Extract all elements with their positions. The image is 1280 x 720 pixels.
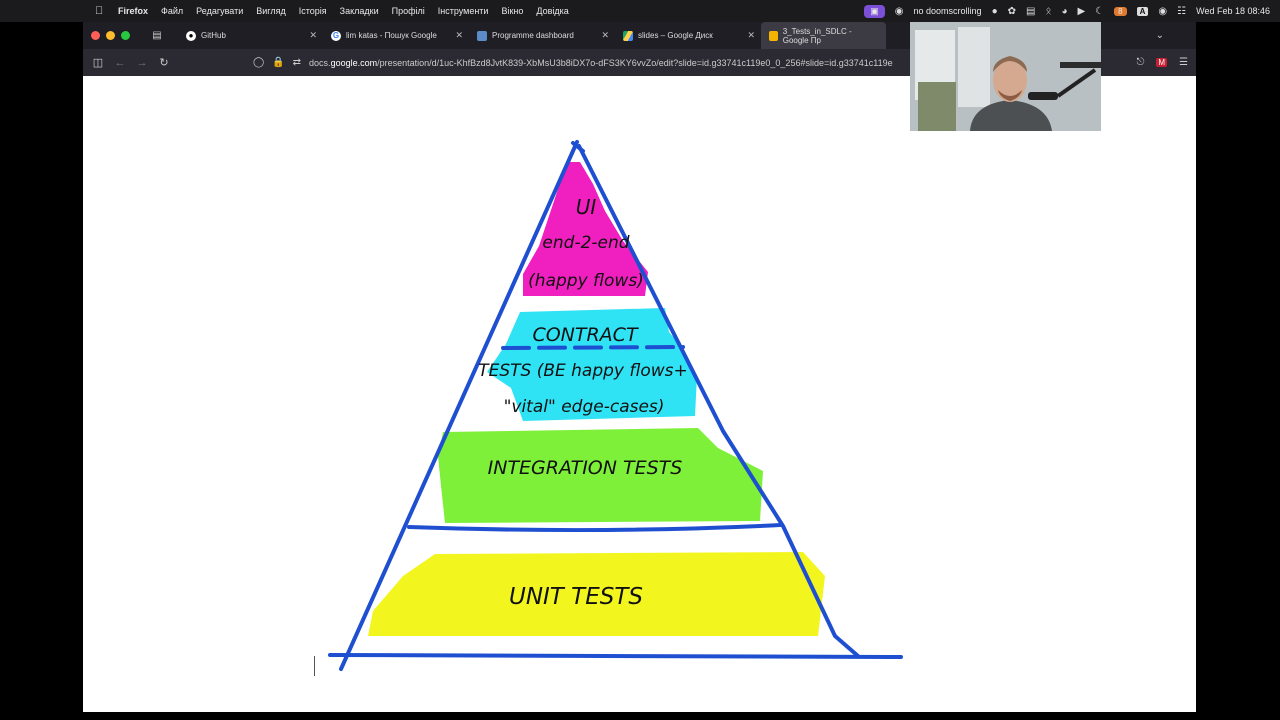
menu-history[interactable]: Історія bbox=[298, 6, 327, 16]
wifi-icon[interactable]: ◕ bbox=[1061, 5, 1068, 17]
menu-file[interactable]: Файл bbox=[161, 6, 184, 16]
bug-icon[interactable]: ✿ bbox=[1007, 5, 1016, 17]
pyramid-outline bbox=[328, 140, 903, 671]
google-icon: G bbox=[331, 30, 341, 41]
input-source-icon[interactable]: A bbox=[1136, 6, 1149, 16]
forward-arrow-icon[interactable]: → bbox=[136, 56, 148, 69]
tab-title: GitHub bbox=[201, 31, 226, 40]
window-controls bbox=[91, 31, 130, 40]
moon-icon[interactable]: ☾ bbox=[1095, 5, 1105, 17]
vital-edge-cases-label: "vital" edge-cases) bbox=[504, 397, 665, 417]
toolbar-right: ⎋ M ☰ bbox=[1136, 49, 1188, 76]
control-center-icon[interactable]: ☷ bbox=[1177, 5, 1187, 17]
close-window-button[interactable] bbox=[91, 31, 100, 40]
reload-icon[interactable]: ↻ bbox=[159, 57, 169, 69]
close-tab-icon[interactable]: ✕ bbox=[309, 30, 317, 40]
github-icon: ● bbox=[186, 30, 196, 41]
close-tab-icon[interactable]: ✕ bbox=[455, 30, 463, 40]
menu-profiles[interactable]: Профілі bbox=[391, 6, 425, 16]
dashboard-icon bbox=[477, 30, 487, 41]
screen-record-icon[interactable]: ▣ bbox=[864, 4, 885, 18]
mega-extension-icon[interactable]: M bbox=[1156, 58, 1168, 67]
unit-tests-label: UNIT TESTS bbox=[509, 584, 643, 610]
contract-tests-label: TESTS (BE happy flows+ bbox=[478, 361, 688, 381]
extensions-icon[interactable]: ⎋ bbox=[1136, 57, 1145, 68]
tab-title: lim katas - Пошук Google bbox=[346, 31, 437, 40]
menu-tools[interactable]: Інструменти bbox=[437, 6, 489, 16]
integration-tests-highlight bbox=[438, 428, 763, 523]
menu-clock[interactable]: Wed Feb 18 08:46 bbox=[1196, 6, 1270, 16]
tab-title: Programme dashboard bbox=[492, 31, 574, 40]
ui-tests-highlight bbox=[523, 162, 648, 296]
ui-level-labels: UI end-2-end (happy flows) bbox=[528, 195, 644, 291]
back-arrow-icon[interactable]: ← bbox=[114, 56, 126, 69]
menu-app-name[interactable]: Firefox bbox=[118, 6, 149, 16]
text-caret bbox=[314, 656, 315, 676]
unit-tests-highlight bbox=[368, 552, 825, 636]
happy-flows-label: (happy flows) bbox=[528, 271, 644, 291]
battery-badge[interactable]: 8 bbox=[1114, 6, 1127, 16]
tab-google-search[interactable]: G lim katas - Пошук Google ✕ bbox=[323, 22, 469, 49]
focus-status-text[interactable]: no doomscrolling bbox=[913, 6, 982, 16]
tab-github[interactable]: ● GitHub ✕ bbox=[178, 22, 323, 49]
slide-canvas: UI end-2-end (happy flows) CONTRACT TEST… bbox=[83, 76, 1196, 712]
contract-level-labels: CONTRACT TESTS (BE happy flows+ "vital" … bbox=[478, 324, 688, 417]
zoom-window-button[interactable] bbox=[121, 31, 130, 40]
bluetooth-icon[interactable]: ᛟ bbox=[1045, 5, 1052, 17]
close-tab-icon[interactable]: ✕ bbox=[601, 30, 609, 40]
url-path: /presentation/d/1uc-KhfBzd8JvtK839-XbMsU… bbox=[377, 57, 893, 68]
tab-title: slides – Google Диск bbox=[638, 31, 713, 40]
app-menu-icon[interactable]: ☰ bbox=[1179, 57, 1188, 68]
apple-icon[interactable]:  bbox=[95, 5, 107, 17]
minimize-window-button[interactable] bbox=[106, 31, 115, 40]
menu-bookmarks[interactable]: Закладки bbox=[339, 6, 379, 16]
end-to-end-label: end-2-end bbox=[542, 233, 629, 253]
webcam-presenter-image bbox=[910, 22, 1101, 131]
tab-overview-icon[interactable]: ▤ bbox=[152, 30, 162, 41]
contract-label: CONTRACT bbox=[532, 324, 639, 346]
url-domain: google.com bbox=[330, 57, 378, 68]
play-icon[interactable]: ▶ bbox=[1077, 5, 1086, 17]
ui-label: UI bbox=[576, 195, 597, 219]
contract-tests-highlight bbox=[487, 308, 697, 421]
address-bar[interactable]: ◯ 🔒 ⇄ docs.google.com/presentation/d/1uc… bbox=[253, 53, 1073, 72]
menu-view[interactable]: Вигляд bbox=[256, 6, 286, 16]
lock-icon[interactable]: 🔒 bbox=[272, 57, 285, 68]
menu-window[interactable]: Вікно bbox=[501, 6, 524, 16]
url-prefix: docs. bbox=[309, 57, 331, 68]
tab-programme-dashboard[interactable]: Programme dashboard ✕ bbox=[469, 22, 615, 49]
menu-extras: ▣ ◉ no doomscrolling ● ✿ ▤ ᛟ ◕ ▶ ☾ 8 A ◉… bbox=[864, 0, 1270, 22]
close-tab-icon[interactable]: ✕ bbox=[747, 30, 755, 40]
list-tabs-chevron-icon[interactable]: ⌄ bbox=[1155, 30, 1164, 41]
test-pyramid-drawing: UI end-2-end (happy flows) CONTRACT TEST… bbox=[328, 140, 903, 671]
slides-icon bbox=[769, 30, 778, 41]
permissions-icon[interactable]: ⇄ bbox=[292, 57, 302, 68]
integration-tests-label: INTEGRATION TESTS bbox=[488, 457, 683, 479]
tab-title: 3_Tests_in_SDLC - Google Пр bbox=[782, 26, 852, 45]
webcam-overlay bbox=[910, 22, 1101, 131]
drive-icon bbox=[623, 30, 633, 41]
sidebar-toggle-icon[interactable]: ◫ bbox=[92, 57, 104, 69]
mic-icon[interactable]: ● bbox=[991, 5, 998, 17]
clipboard-icon[interactable]: ▤ bbox=[1026, 5, 1036, 17]
macos-menu-bar:  Firefox Файл Редагувати Вигляд Історія… bbox=[0, 0, 1280, 22]
tab-slides-active[interactable]: 3_Tests_in_SDLC - Google Пр bbox=[761, 22, 886, 49]
menu-edit[interactable]: Редагувати bbox=[196, 6, 244, 16]
shield-icon[interactable]: ◯ bbox=[253, 57, 265, 68]
focus-icon[interactable]: ◉ bbox=[894, 5, 904, 17]
tab-google-drive[interactable]: slides – Google Диск ✕ bbox=[615, 22, 761, 49]
siri-icon[interactable]: ◉ bbox=[1158, 5, 1168, 17]
menu-help[interactable]: Довідка bbox=[536, 6, 569, 16]
